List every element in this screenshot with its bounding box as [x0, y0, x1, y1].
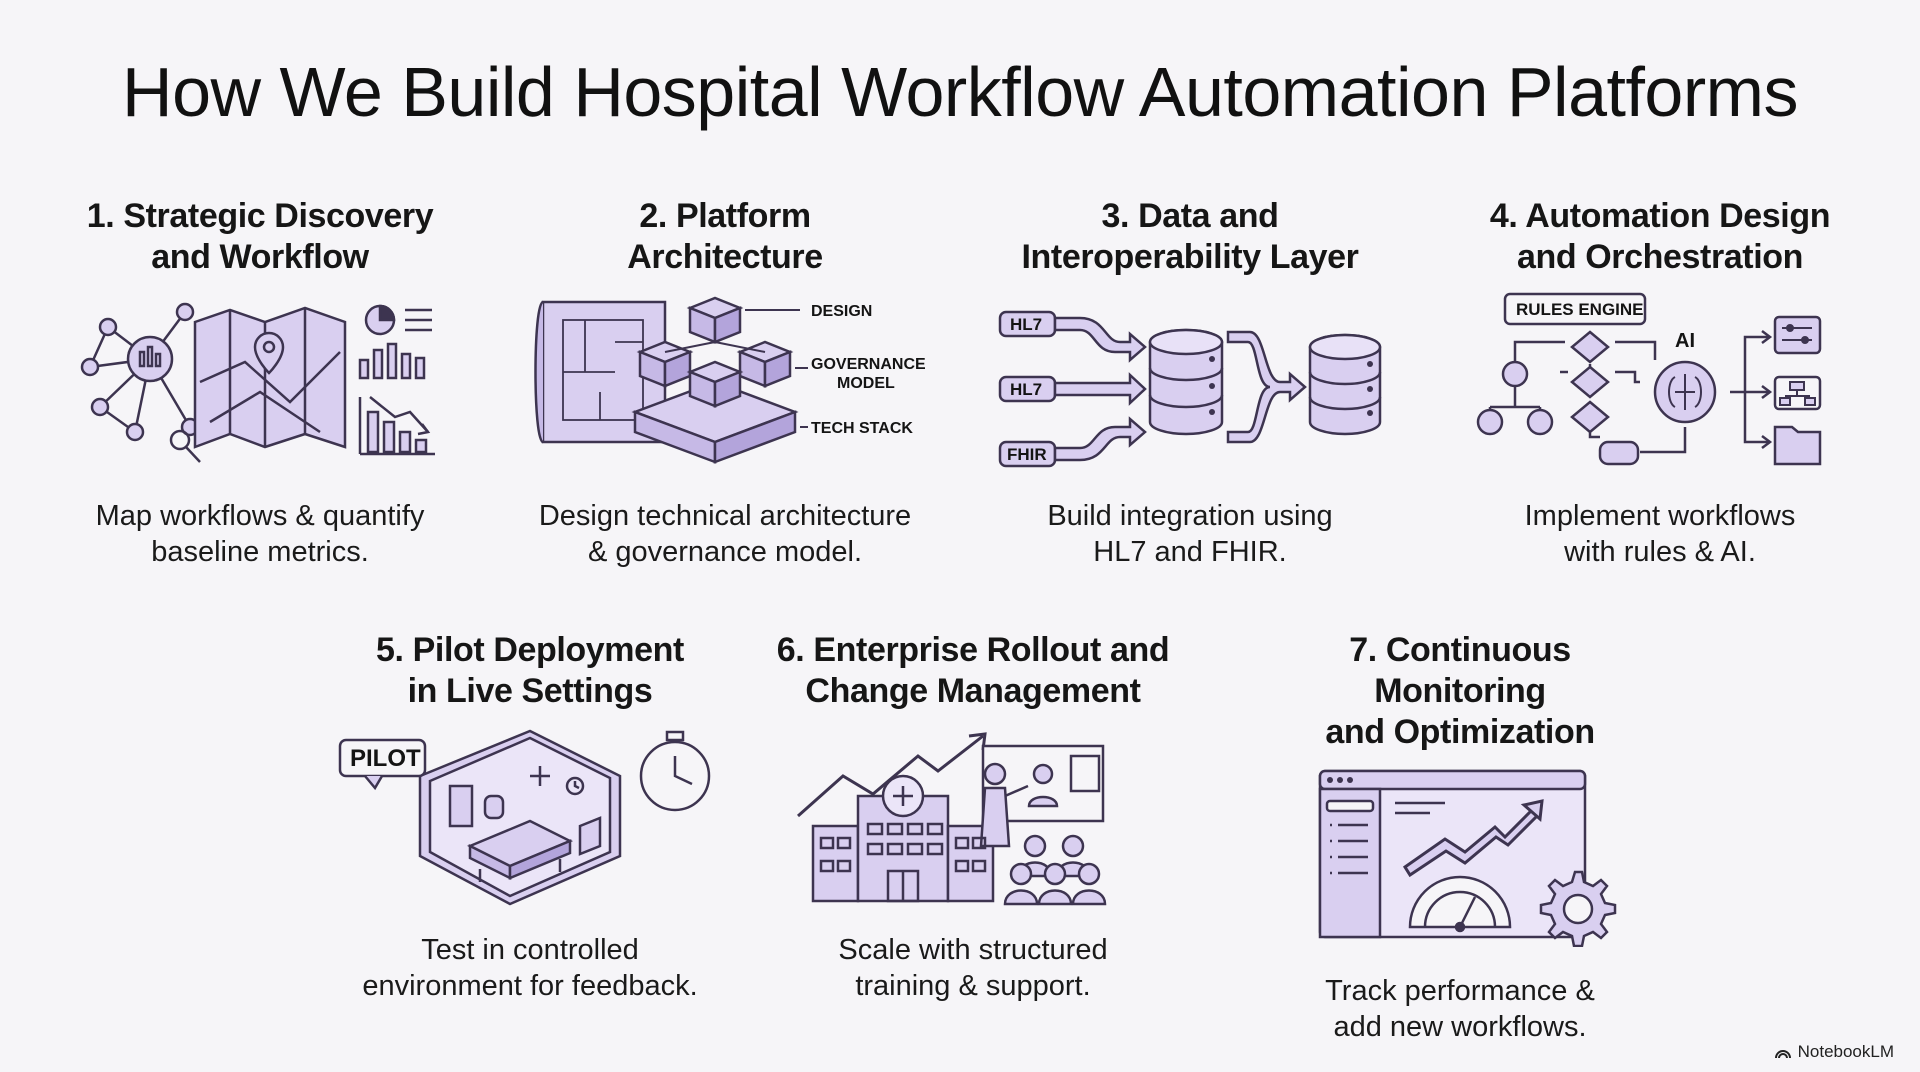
svg-text:HL7: HL7	[1010, 380, 1042, 399]
svg-text:PILOT: PILOT	[350, 745, 421, 772]
page-title: How We Build Hospital Workflow Automatio…	[122, 53, 1798, 131]
svg-text:AI: AI	[1675, 330, 1695, 352]
step-3: 3. Data and Interoperability Layer HL7 H…	[990, 196, 1390, 570]
step-title: 3. Data and Interoperability Layer	[1021, 197, 1359, 276]
pilot-room-icon: PILOT	[338, 729, 711, 906]
brand-label: NotebookLM	[1797, 1042, 1894, 1061]
step-title: 6. Enterprise Rollout and Change Managem…	[776, 631, 1170, 710]
step-description: Test in controlled environment for feedb…	[362, 934, 698, 1002]
svg-text:GOVERNANCE: GOVERNANCE	[811, 356, 925, 373]
hospital-rollout-icon	[797, 732, 1107, 906]
svg-text:DESIGN: DESIGN	[811, 303, 872, 320]
step-1: 1. Strategic Discovery and Workflow	[60, 196, 460, 570]
step-description: Track performance & add new workflows.	[1325, 975, 1595, 1043]
step-title: 2. Platform Architecture	[627, 197, 823, 276]
step-title: 5. Pilot Deployment in Live Settings	[376, 631, 684, 710]
step-title: 7. Continuous Monitoring and Optimizatio…	[1325, 631, 1595, 751]
step-title: 1. Strategic Discovery and Workflow	[86, 197, 434, 276]
monitoring-dashboard-icon	[1318, 769, 1617, 947]
step-description: Implement workflows with rules & AI.	[1524, 500, 1796, 568]
svg-text:HL7: HL7	[1010, 315, 1042, 334]
step-6: 6. Enterprise Rollout and Change Managem…	[773, 630, 1173, 1004]
step-description: Design technical architecture & governan…	[538, 500, 912, 568]
data-integration-icon: HL7 HL7 FHIR	[998, 310, 1382, 468]
step-2: 2. Platform Architecture DESIGN GOV	[525, 196, 925, 570]
svg-text:TECH STACK: TECH STACK	[811, 420, 913, 437]
step-4: 4. Automation Design and Orchestration	[1460, 196, 1860, 570]
notebooklm-logo-icon	[1774, 1050, 1791, 1059]
architecture-blocks-icon: DESIGN GOVERNANCE MODEL TECH STACK	[534, 296, 925, 464]
step-description: Build integration using HL7 and FHIR.	[1047, 500, 1333, 568]
step-title: 4. Automation Design and Orchestration	[1489, 197, 1831, 276]
svg-text:FHIR: FHIR	[1007, 445, 1047, 464]
notebooklm-watermark: NotebookLM	[1774, 1042, 1894, 1062]
step-5: 5. Pilot Deployment in Live Settings PIL…	[330, 630, 730, 1004]
step-7: 7. Continuous Monitoring and Optimizatio…	[1260, 630, 1660, 1045]
discovery-map-icon	[80, 302, 435, 463]
step-description: Scale with structured training & support…	[838, 934, 1108, 1002]
orchestration-flow-icon: RULES ENGINE AI	[1476, 292, 1822, 466]
step-description: Map workflows & quantify baseline metric…	[95, 500, 425, 568]
svg-text:MODEL: MODEL	[837, 375, 895, 392]
svg-text:RULES ENGINE: RULES ENGINE	[1516, 300, 1644, 319]
